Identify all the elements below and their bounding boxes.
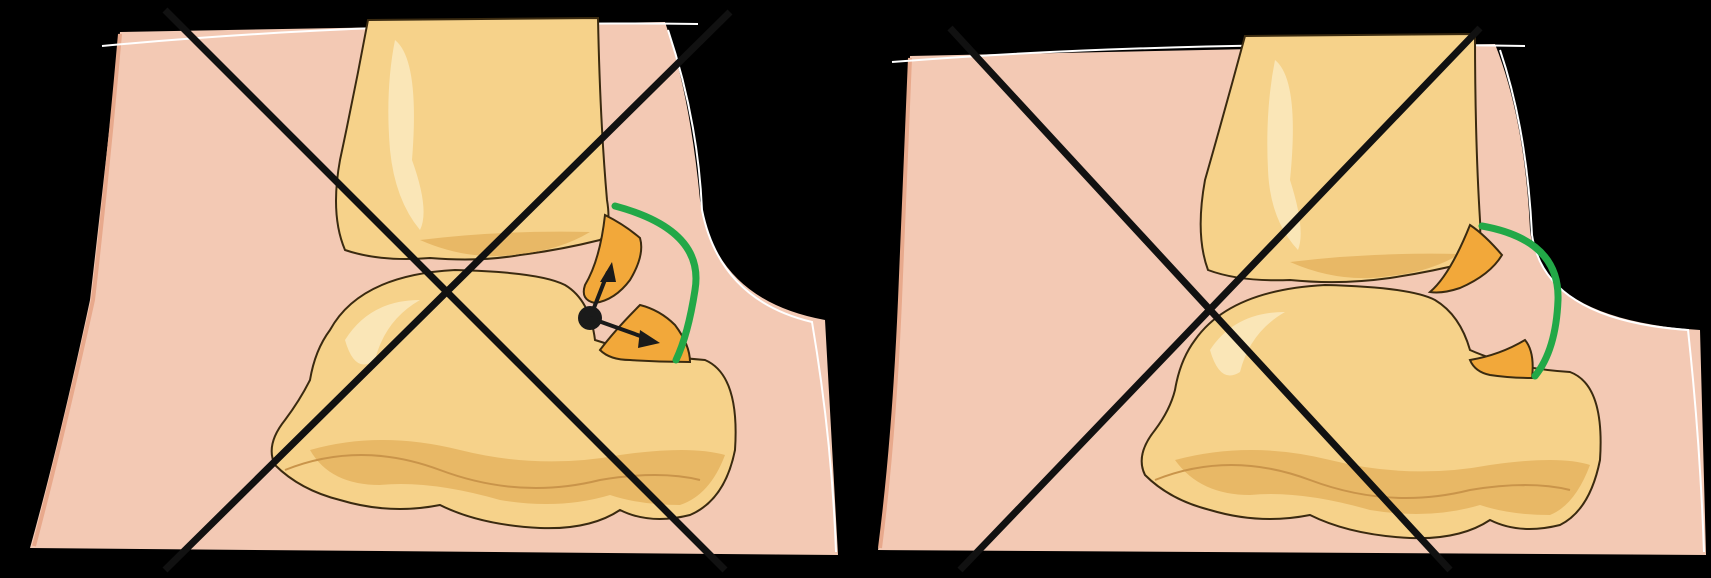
right-panel bbox=[870, 0, 1711, 578]
left-ankle-illustration bbox=[0, 0, 855, 578]
left-panel bbox=[0, 0, 855, 578]
right-ankle-illustration bbox=[870, 0, 1711, 578]
